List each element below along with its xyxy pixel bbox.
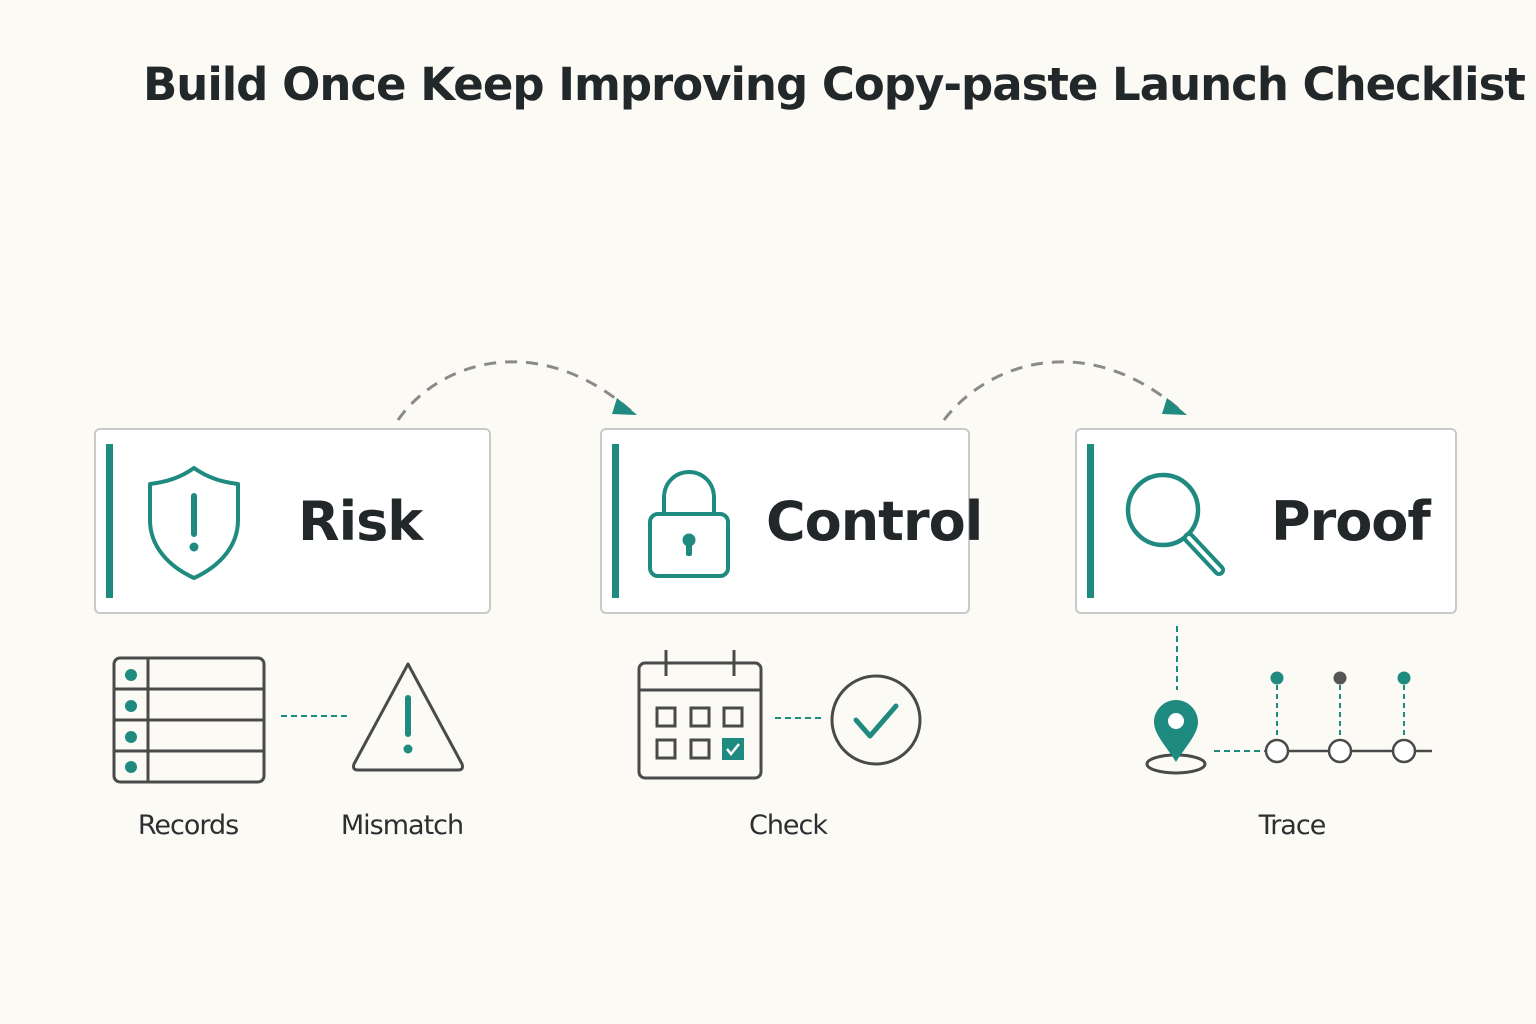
calendar-check-icon <box>637 650 763 780</box>
shield-alert-icon <box>148 466 240 580</box>
flow-connectors <box>396 360 1187 421</box>
connector-risk-to-control <box>396 360 633 421</box>
detail-label-mismatch: Mismatch <box>340 810 464 841</box>
stage-label: Risk <box>298 489 423 553</box>
padlock-icon <box>648 469 730 578</box>
card-accent-bar <box>612 444 619 598</box>
page-title: Build Once Keep Improving Copy-paste Lau… <box>143 58 1526 111</box>
arrowhead-control <box>612 398 637 415</box>
detail-label-records: Records <box>137 810 239 841</box>
check-circle-icon <box>830 674 922 766</box>
location-trace-icon <box>1145 671 1432 775</box>
detail-icons <box>112 626 1432 784</box>
stage-card-risk: Risk <box>94 428 491 614</box>
arrowhead-proof <box>1162 398 1187 415</box>
connector-control-to-proof <box>942 360 1183 421</box>
card-accent-bar <box>1087 444 1094 598</box>
detail-label-trace: Trace <box>1258 810 1327 841</box>
card-accent-bar <box>106 444 113 598</box>
stage-label: Proof <box>1271 489 1431 553</box>
stage-card-proof: Proof <box>1075 428 1457 614</box>
stage-card-control: Control <box>600 428 983 614</box>
magnifier-icon <box>1125 472 1225 576</box>
detail-label-check: Check <box>748 810 828 841</box>
record-list-icon <box>112 656 266 784</box>
stage-label: Control <box>766 489 983 553</box>
warning-triangle-icon <box>352 662 464 772</box>
